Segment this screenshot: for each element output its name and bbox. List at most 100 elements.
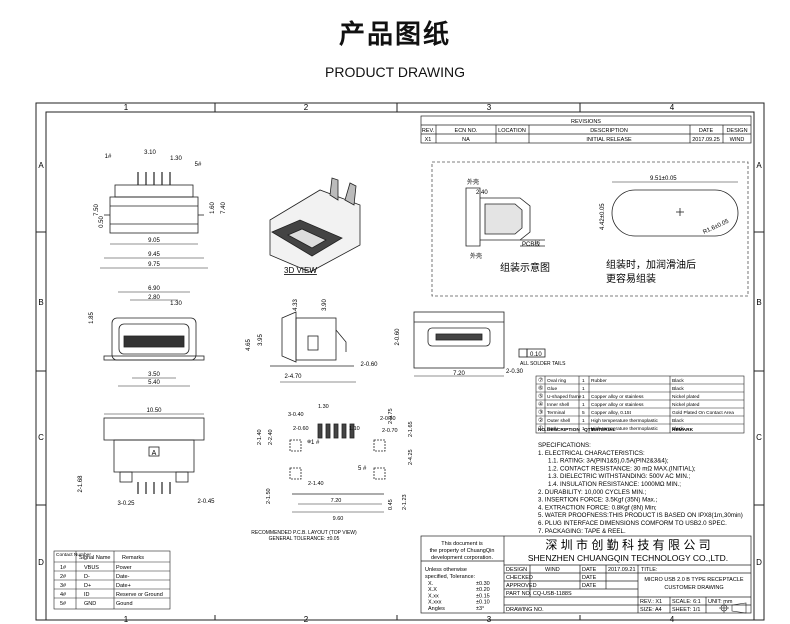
bom-cell: ② — [538, 417, 543, 424]
property-note: This document is — [441, 541, 483, 547]
row-label: C — [756, 433, 762, 442]
pin-cell: 3# — [60, 583, 67, 589]
3d-view — [269, 177, 361, 273]
tb-part-no: PART NO. CQ-USB-1188S — [506, 591, 572, 597]
tb-value: WIND — [545, 567, 560, 573]
tolerance-value: ±0.15 — [476, 593, 490, 599]
bom-cell: 1 — [582, 394, 585, 400]
dim-label: 3.10 — [144, 150, 156, 156]
bom-cell: Rubber — [591, 378, 607, 384]
bom-cell: ⑥ — [538, 385, 543, 392]
bom-header: QTY — [584, 427, 595, 433]
rev-cell: 2017.09.25 — [692, 137, 720, 143]
bom-cell: Copper alloy or stainless — [591, 402, 644, 408]
pin-callout: 5# — [195, 162, 202, 168]
gasket-dim: 4.42±0.05 — [600, 203, 606, 230]
assembly-sketch — [465, 181, 739, 247]
tb-label: CHECKED — [506, 575, 533, 581]
pin-header: Remarks — [122, 555, 144, 561]
dim-label: 1.30 — [170, 156, 182, 162]
bom-cell: Nickel plated — [672, 394, 700, 400]
bom-cell: ① — [538, 425, 543, 432]
spec-line: 1.1. RATING: 3A(PIN1&5),0.5A(PIN2&3&4); — [548, 458, 669, 465]
tb-label: DATE — [582, 567, 597, 573]
bom-cell: Terminal — [547, 410, 565, 416]
bom-cell: High temperature thermoplastic — [591, 418, 659, 424]
dim-label: 1.10 — [349, 426, 360, 432]
end-view — [413, 311, 546, 377]
bom-header: MATERIAL — [591, 427, 615, 433]
bom-cell: 1 — [582, 402, 585, 408]
inner-frame — [45, 111, 755, 621]
dim-label: 1.30 — [170, 301, 182, 307]
assembly-note-2: 更容易组装 — [606, 272, 656, 285]
tb-title-label: TITLE: — [641, 567, 658, 573]
row-label: A — [756, 161, 762, 170]
bom-table — [535, 375, 745, 434]
pin-cell: 5# — [60, 601, 67, 607]
dim-label: 3-0.25 — [117, 501, 135, 507]
projection-symbol-icon — [719, 602, 747, 614]
spec-line: 5. WATER PROOFNESS:THIS PRODUCT IS BASED… — [538, 512, 743, 519]
bom-cell: Oval ring — [547, 378, 567, 384]
col-label: 3 — [487, 103, 492, 112]
bom-cell: Copper alloy or stainless — [591, 394, 644, 400]
row-label: D — [38, 558, 44, 567]
rev-header: DESIGN — [726, 128, 747, 134]
spec-line: SPECIFICATIONS: — [538, 442, 591, 449]
dim-label: 2-0.60 — [395, 328, 401, 346]
dim-label: 2-0.45 — [197, 499, 215, 505]
row-label: B — [756, 298, 761, 307]
3d-view-label: 3D VIEW — [284, 266, 317, 275]
pcb-note: GENERAL TOLERANCE: ±0.05 — [269, 536, 340, 542]
bom-cell: High temperature thermoplastic — [591, 426, 659, 432]
gasket-dim: 2.40 — [476, 190, 488, 196]
pin-cell: Power — [116, 565, 132, 571]
bottom-marker: A — [152, 450, 157, 457]
gasket-label: PCB板 — [522, 240, 540, 248]
bom-cell: Black — [672, 418, 684, 424]
tb-scale: SCALE: 6:1 — [672, 599, 701, 605]
pin-cell: 2# — [60, 574, 67, 580]
bom-cell: ⑤ — [538, 393, 543, 400]
col-label: 3 — [487, 615, 492, 624]
tb-label: DESIGN — [506, 567, 527, 573]
row-label: A — [38, 161, 44, 170]
dim-label: 2-0.70 — [382, 428, 398, 434]
spec-line: 1.3. DIELECTRIC WITHSTANDING: 500V AC MI… — [548, 473, 691, 480]
tolerance-key: X.xxx — [428, 600, 442, 606]
dim-label: 3.95 — [258, 334, 264, 346]
row-label: D — [756, 558, 762, 567]
bom-cell: Black — [672, 378, 684, 384]
tb-sheet: SHEET: 1/1 — [672, 607, 700, 613]
bom-header: REMARK — [672, 427, 694, 433]
bom-cell: ③ — [538, 409, 543, 416]
tb-size: SIZE: A4 — [640, 607, 662, 613]
spec-line: 3. INSERTION FORCE: 3.5Kgf (35N) Max.; — [538, 497, 657, 504]
tolerance-key: X.X — [428, 587, 437, 593]
top-view — [100, 172, 208, 269]
rev-cell: INITIAL RELEASE — [586, 137, 632, 143]
assembly-note-1: 组装时，加润滑油后 — [606, 258, 696, 271]
dim-label: 0.45 — [388, 499, 394, 510]
property-note: the property of ChuangQin — [430, 548, 495, 554]
dim-label: 2-0.60 — [360, 362, 378, 368]
rev-cell: NA — [462, 137, 470, 143]
title-block — [420, 535, 752, 614]
rev-cell: X1 — [425, 137, 432, 143]
col-label: 1 — [124, 103, 129, 112]
pin-callout: 1# — [105, 154, 112, 160]
dim-label: 3.90 — [322, 299, 328, 311]
bom-cell: Inner shell — [547, 402, 569, 408]
bom-cell: ④ — [538, 401, 543, 408]
dim-label: 2-1.68 — [78, 475, 84, 493]
dim-label: 9.05 — [148, 238, 160, 244]
rev-header: DESCRIPTION — [590, 128, 628, 134]
tolerance-key: Angles — [428, 606, 445, 612]
spec-line: 4. EXTRACTION FORCE: 0.8Kgf (8N) Min; — [538, 504, 657, 511]
dim-label: 4.65 — [246, 339, 252, 351]
tolerance-note: specified, Tolerance: — [425, 574, 476, 580]
dim-label: 2-1.65 — [408, 421, 414, 437]
dim-label: 7.20 — [453, 371, 465, 377]
